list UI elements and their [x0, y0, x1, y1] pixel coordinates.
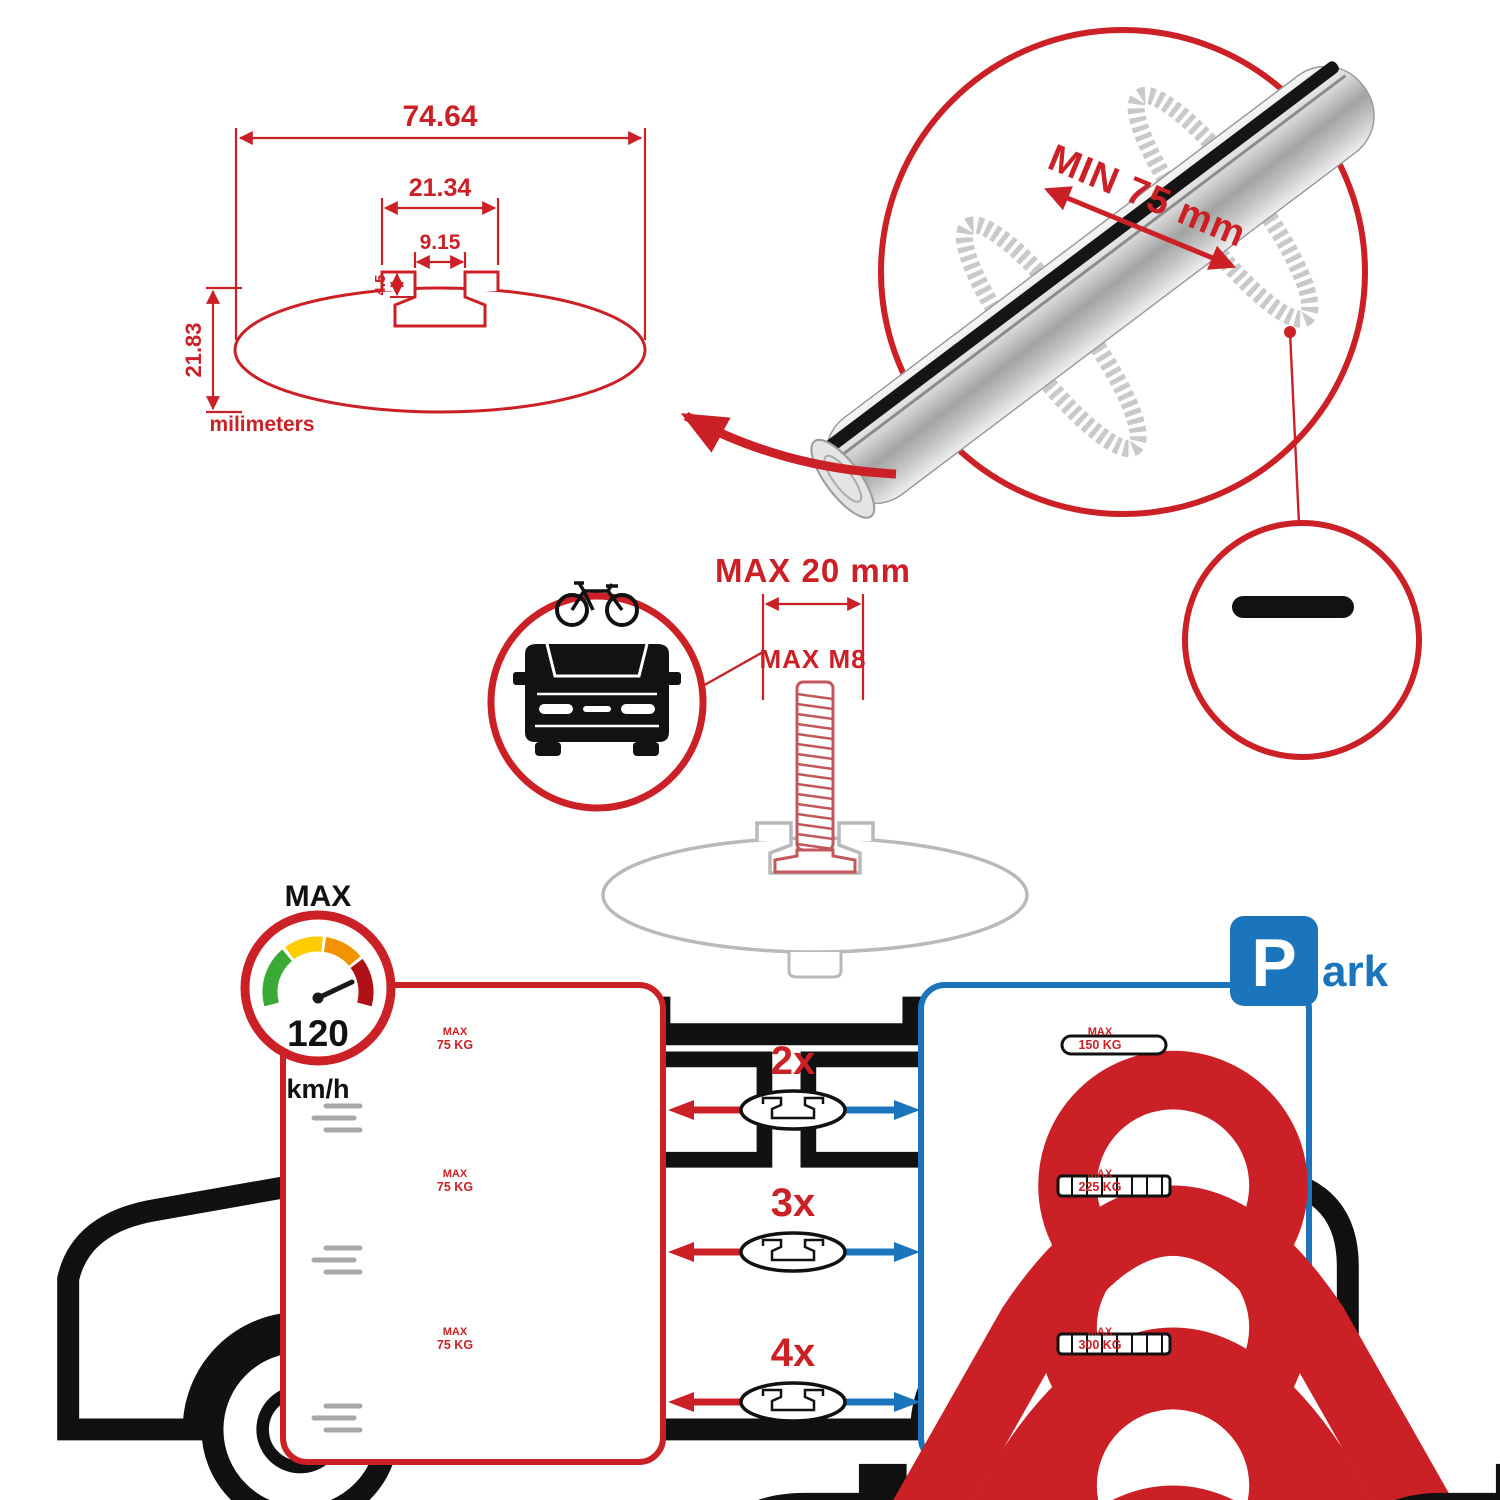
driving-panel [280, 982, 666, 1465]
right-arrowhead [894, 1242, 920, 1262]
max-thread-label: MAX M8 [759, 644, 866, 674]
driving-cars: MAX 75 KG MAX 75 KG MAX 75 KG [311, 1026, 1500, 1500]
speed-lines-icon [311, 1245, 363, 1275]
left-arrowhead [668, 1100, 694, 1120]
gauge-needle [315, 979, 355, 1001]
load-flag: MAX 75 KG [437, 1026, 1500, 1500]
svg-text:150 KG: 150 KG [1078, 1038, 1121, 1052]
roof-box-icon [1232, 596, 1354, 618]
load-flag: MAX 150 KG [1078, 1026, 1500, 1500]
quantity-label: 4x [771, 1331, 816, 1375]
left-arrowhead [668, 1392, 694, 1412]
load-flag: MAX 300 KG [1078, 1326, 1500, 1500]
quantity-row: 3x [668, 1181, 920, 1273]
park-sign-square [1230, 916, 1318, 1006]
load-flag: MAX 75 KG [437, 1326, 1500, 1500]
dim-total-width: 74.64 [402, 100, 477, 133]
bar-quantity-arrows: 2x 3x 4x [668, 1039, 920, 1423]
speed-lines-icon [311, 1103, 363, 1133]
svg-text:225 KG: 225 KG [1078, 1180, 1121, 1194]
min-span-arrow [1043, 186, 1237, 270]
driving-car-row: MAX 75 KG [311, 1326, 1500, 1500]
bar-profile-icon [739, 1089, 847, 1131]
svg-text:75 KG: 75 KG [437, 1180, 473, 1194]
profile-t-slot [380, 270, 500, 328]
cross-section-drawing: 74.64 21.34 9.15 4.5 21.83 milimeters [181, 100, 647, 436]
bolt-icon [773, 680, 857, 874]
dim-slot-depth: 4.5 [372, 275, 389, 296]
svg-text:75 KG: 75 KG [437, 1338, 473, 1352]
right-arrowhead [894, 1100, 920, 1120]
park-sign-suffix: ark [1322, 947, 1389, 996]
svg-text:MAX: MAX [443, 1168, 468, 1180]
driving-car-row: MAX 75 KG [311, 1026, 1500, 1500]
car-front-icon [513, 643, 681, 756]
pointer-arrow [680, 412, 897, 479]
bicycle-icon [555, 581, 639, 627]
svg-text:MAX: MAX [1088, 1026, 1113, 1038]
svg-text:MAX: MAX [1088, 1326, 1113, 1338]
quantity-label: 2x [771, 1039, 816, 1083]
speed-lines-icon [311, 1403, 363, 1433]
bar-profile-icon [739, 1231, 847, 1273]
svg-text:MAX: MAX [443, 1026, 468, 1038]
parked-car-row: MAX 150 KG [1057, 1026, 1500, 1500]
dim-slot-outer: 21.34 [409, 174, 472, 202]
parked-car-row: MAX 300 KG [1056, 1326, 1500, 1500]
speed-unit: km/h [286, 1074, 349, 1104]
roof-box-icon [1060, 1034, 1168, 1056]
load-flag: MAX 225 KG [1078, 1168, 1500, 1500]
parked-car-row: MAX 225 KG [1056, 1168, 1500, 1500]
bar-closeup: MIN 75 mm [680, 27, 1375, 525]
speed-max-label: MAX [285, 880, 352, 913]
park-sign: P ark [1230, 916, 1389, 1006]
max-width-label: MAX 20 mm [715, 552, 911, 589]
dim-total-height: 21.83 [181, 322, 206, 377]
unit-label: milimeters [209, 413, 314, 436]
detail-circle [1182, 520, 1422, 760]
speed-limit-gauge: MAX 120 km/h [240, 880, 396, 1104]
speed-value: 120 [287, 1013, 349, 1054]
svg-text:300 KG: 300 KG [1078, 1338, 1121, 1352]
quantity-label: 3x [771, 1181, 816, 1225]
bar-profile-icon [739, 1381, 847, 1423]
load-flag: MAX 75 KG [437, 1168, 1500, 1500]
dim-slot-inner: 9.15 [420, 231, 461, 254]
driving-car-row: MAX 75 KG [311, 1168, 1500, 1500]
right-arrowhead [894, 1392, 920, 1412]
svg-text:MAX: MAX [1088, 1168, 1113, 1180]
bolt-detail: MAX 20 mm MAX M8 [601, 552, 1029, 979]
quantity-row: 2x [668, 1039, 920, 1131]
park-sign-letter: P [1251, 925, 1296, 1001]
profile-ellipse [233, 286, 647, 414]
svg-text:MAX: MAX [443, 1326, 468, 1338]
quantity-row: 4x [668, 1331, 920, 1423]
svg-text:75 KG: 75 KG [437, 1038, 473, 1052]
suv-roofbox-detail [66, 520, 1422, 1500]
parked-cars: MAX 150 KG MAX 225 KG MAX 300 KG [1056, 1026, 1500, 1500]
bike-car-detail [487, 581, 707, 812]
left-arrowhead [668, 1242, 694, 1262]
